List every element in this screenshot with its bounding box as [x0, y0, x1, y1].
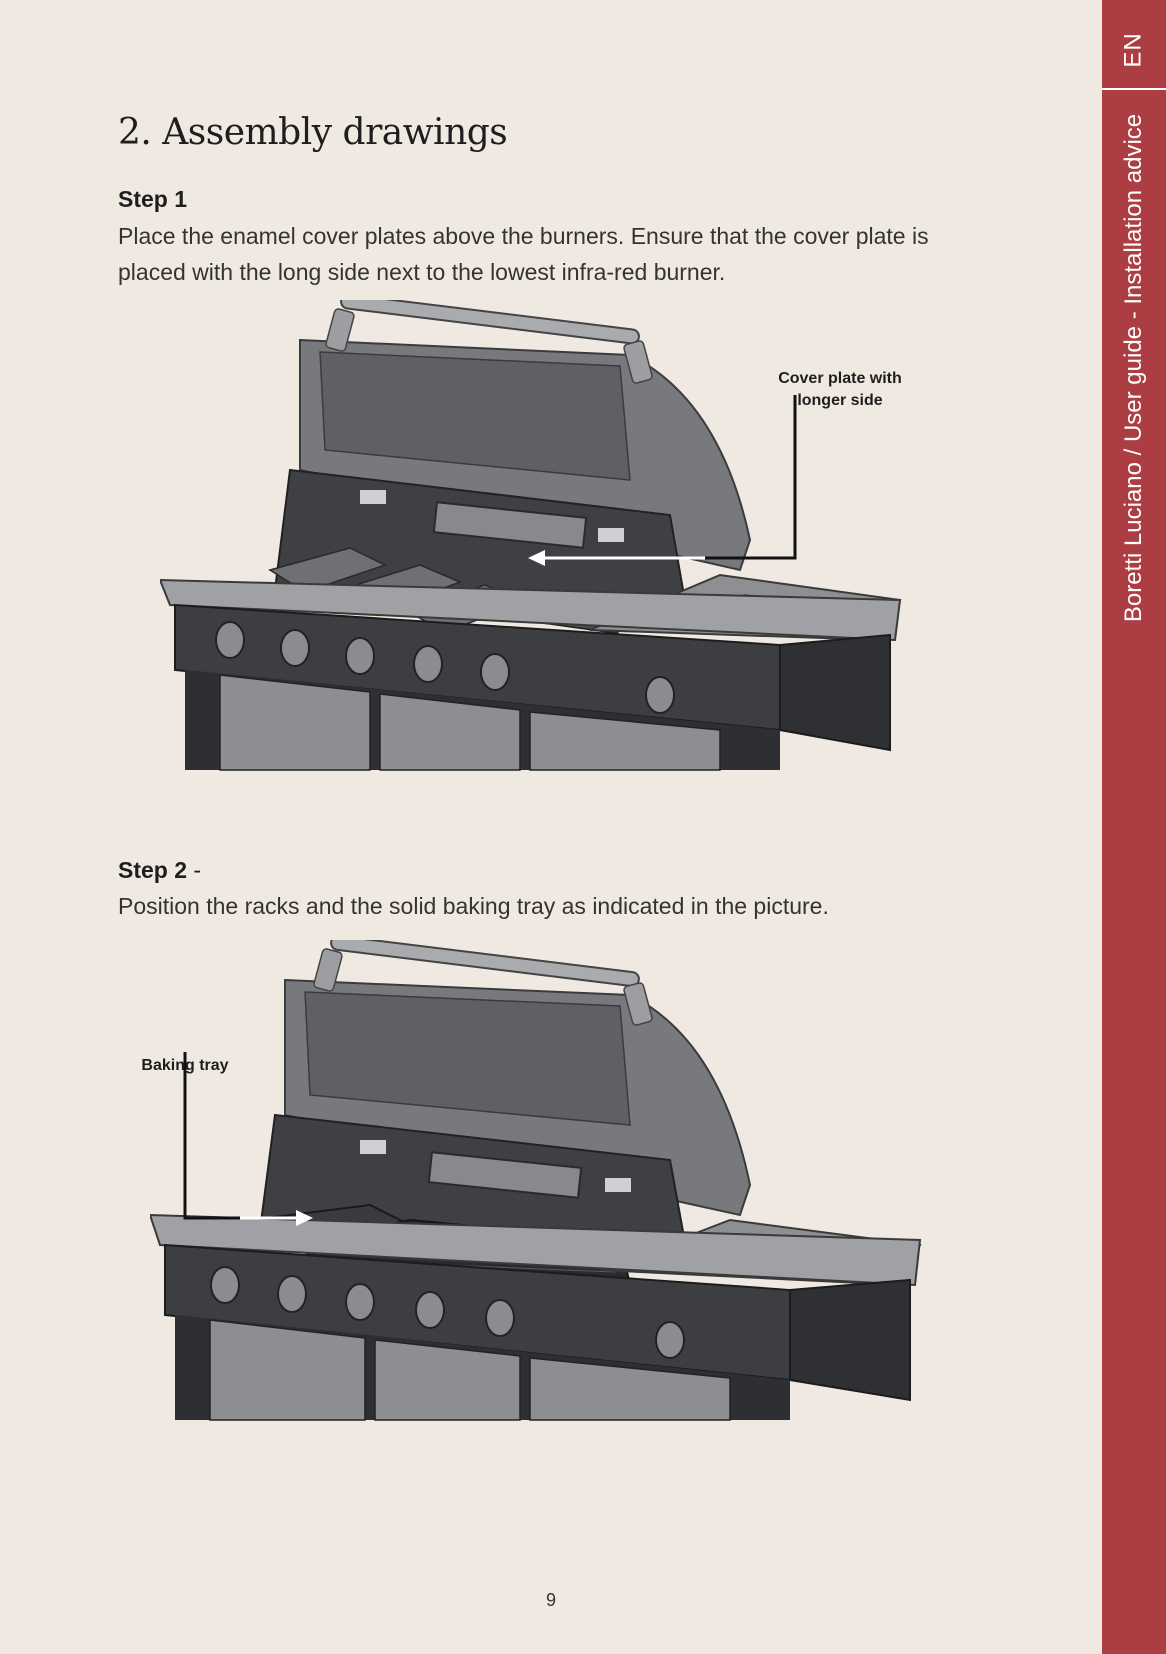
counter-top [160, 578, 902, 642]
firebox-light-left [360, 1140, 386, 1154]
cabinet-door-left [219, 674, 371, 771]
control-knobs [210, 1266, 685, 1359]
step-1-text: Place the enamel cover plates above the … [118, 223, 929, 285]
lid-handle-left-bracket [325, 308, 355, 352]
control-knob-5 [480, 653, 510, 691]
callout-cover-plate-line-2: longer side [797, 392, 883, 409]
lid-handle [330, 940, 640, 988]
control-knobs [215, 621, 675, 714]
step-2-label-text: Step 2 [118, 857, 188, 883]
rotisserie-burner [432, 501, 588, 549]
firebox-light-right [605, 1178, 631, 1192]
callout-arrowhead [296, 1210, 313, 1226]
step-1-label-text: Step 1 [118, 186, 188, 212]
sidebar-band: EN Boretti Luciano / User guide - Instal… [1102, 0, 1166, 1654]
cabinet-door-left [209, 1319, 366, 1421]
step-2-text: Position the racks and the solid baking … [118, 893, 829, 919]
lid-handle-right-bracket [623, 982, 653, 1026]
section-title: 2. Assembly drawings [118, 112, 508, 153]
control-knob-5 [485, 1299, 515, 1337]
step-2-label: Step 2 - [118, 857, 201, 884]
lid-handle-right-bracket [623, 340, 653, 384]
control-knob-6 [645, 676, 675, 714]
control-knob-3 [345, 637, 375, 675]
control-knob-4 [415, 1291, 445, 1329]
callout-baking-tray: Baking tray [120, 1055, 250, 1077]
control-knob-1 [210, 1266, 240, 1304]
cabinet-door-middle [379, 693, 521, 771]
cabinet-door-middle [374, 1339, 521, 1421]
cabinet-door-right [529, 1357, 731, 1421]
callout-line [183, 1052, 240, 1220]
cabinet-side [789, 1278, 911, 1402]
rotisserie-burner [427, 1151, 583, 1199]
control-knob-4 [413, 645, 443, 683]
cabinet-side [779, 633, 891, 752]
sidebar-title: Boretti Luciano / User guide - Installat… [1120, 113, 1147, 623]
callout-baking-tray-line-1: Baking tray [141, 1057, 229, 1074]
callout-arrowhead [528, 550, 545, 566]
callout-line [705, 395, 797, 560]
lid-inner-panel [319, 351, 631, 481]
callout-cover-plate-line-1: Cover plate with [778, 370, 902, 387]
step-2-label-suffix: - [187, 857, 202, 883]
lid-handle [340, 300, 640, 345]
grill-figure-step-1 [160, 300, 902, 771]
page-number: 9 [545, 1590, 556, 1610]
grill-figure-step-2 [150, 940, 922, 1421]
control-knob-3 [345, 1283, 375, 1321]
lid-handle-left-bracket [313, 948, 343, 992]
firebox-light-right [598, 528, 624, 542]
lid-inner-panel [304, 991, 631, 1126]
cabinet-door-right [529, 711, 721, 771]
callout-cover-plate: Cover plate with longer side [760, 368, 920, 412]
sidebar-divider [1102, 88, 1166, 90]
control-knob-2 [280, 629, 310, 667]
control-knob-2 [277, 1275, 307, 1313]
control-knob-1 [215, 621, 245, 659]
step-1-label: Step 1 [118, 186, 187, 213]
counter-top [150, 1213, 922, 1287]
firebox-light-left [360, 490, 386, 504]
control-knob-6 [655, 1321, 685, 1359]
